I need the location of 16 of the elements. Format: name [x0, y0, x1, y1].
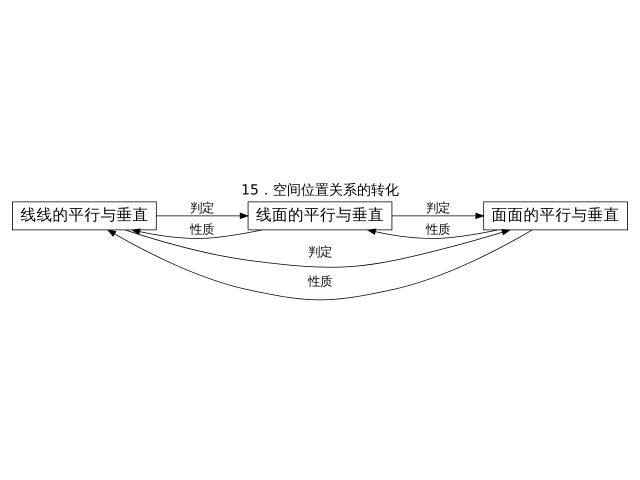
arrow: [156, 212, 250, 220]
edge-label: 判定: [426, 200, 450, 215]
edge-label: 判定: [308, 244, 332, 260]
node-box: 线面的平行与垂直: [248, 202, 392, 230]
node-box: 线线的平行与垂直: [12, 202, 157, 230]
edge-label: 性质: [308, 274, 332, 289]
edge-label: 性质: [426, 222, 450, 237]
node-box: 面面的平行与垂直: [483, 202, 628, 230]
arrow: [392, 212, 485, 220]
edge-label: 判定: [190, 200, 214, 215]
arrow: [366, 228, 499, 239]
arrow: [124, 229, 512, 268]
arrow: [106, 229, 533, 300]
edge-label: 性质: [190, 222, 214, 237]
arrow: [130, 228, 263, 239]
diagram-title: 15．空间位置关系的转化: [241, 182, 399, 198]
